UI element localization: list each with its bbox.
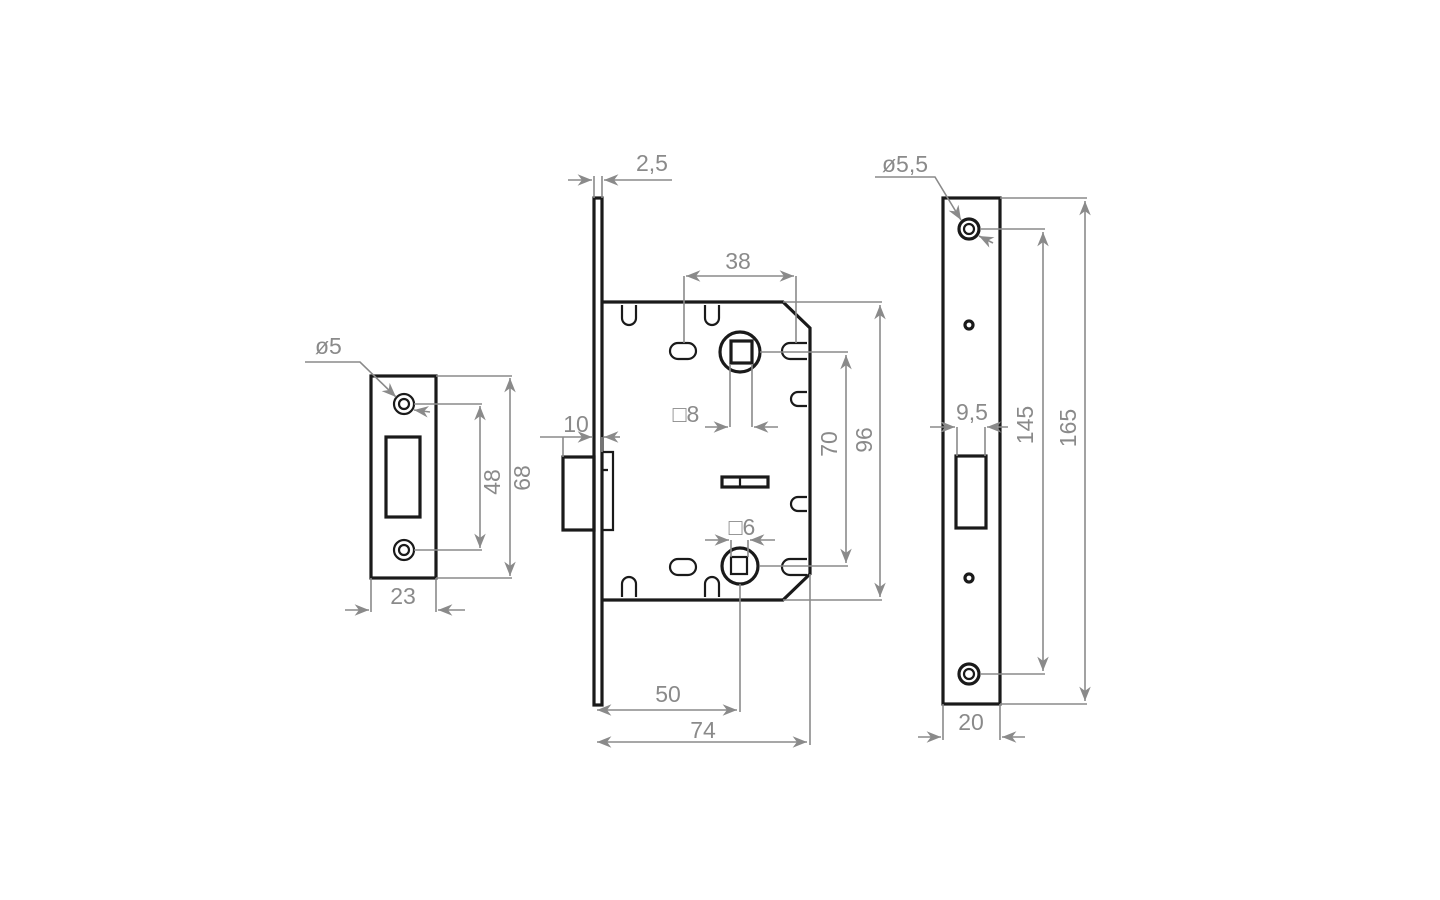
strike-height-label: 68	[509, 465, 535, 491]
strike-hole-diameter-label: ø5	[315, 333, 342, 359]
faceplate-thickness-label: 2,5	[636, 150, 668, 176]
privacy-square-label: □6	[729, 514, 756, 540]
lock-body	[540, 174, 886, 748]
strike-width-label: 23	[390, 583, 416, 609]
depth-label: 74	[690, 717, 716, 743]
faceplate-hole-spacing-label: 145	[1012, 406, 1038, 444]
faceplate	[875, 176, 1091, 743]
strike-plate	[305, 361, 516, 616]
faceplate-hole-diameter-label: ø5,5	[882, 151, 928, 177]
top-width-label: 38	[725, 248, 751, 274]
faceplate-height-label: 165	[1055, 409, 1081, 447]
faceplate-width-label: 20	[958, 709, 984, 735]
latch-projection-label: 10	[563, 411, 589, 437]
spindle-square-label: □8	[673, 401, 700, 427]
backset-label: 50	[655, 681, 681, 707]
latch-slot-width-label: 9,5	[956, 399, 988, 425]
strike-hole-spacing-label: 48	[479, 469, 505, 495]
center-distance-label: 70	[816, 431, 842, 457]
body-height-label: 96	[851, 427, 877, 453]
